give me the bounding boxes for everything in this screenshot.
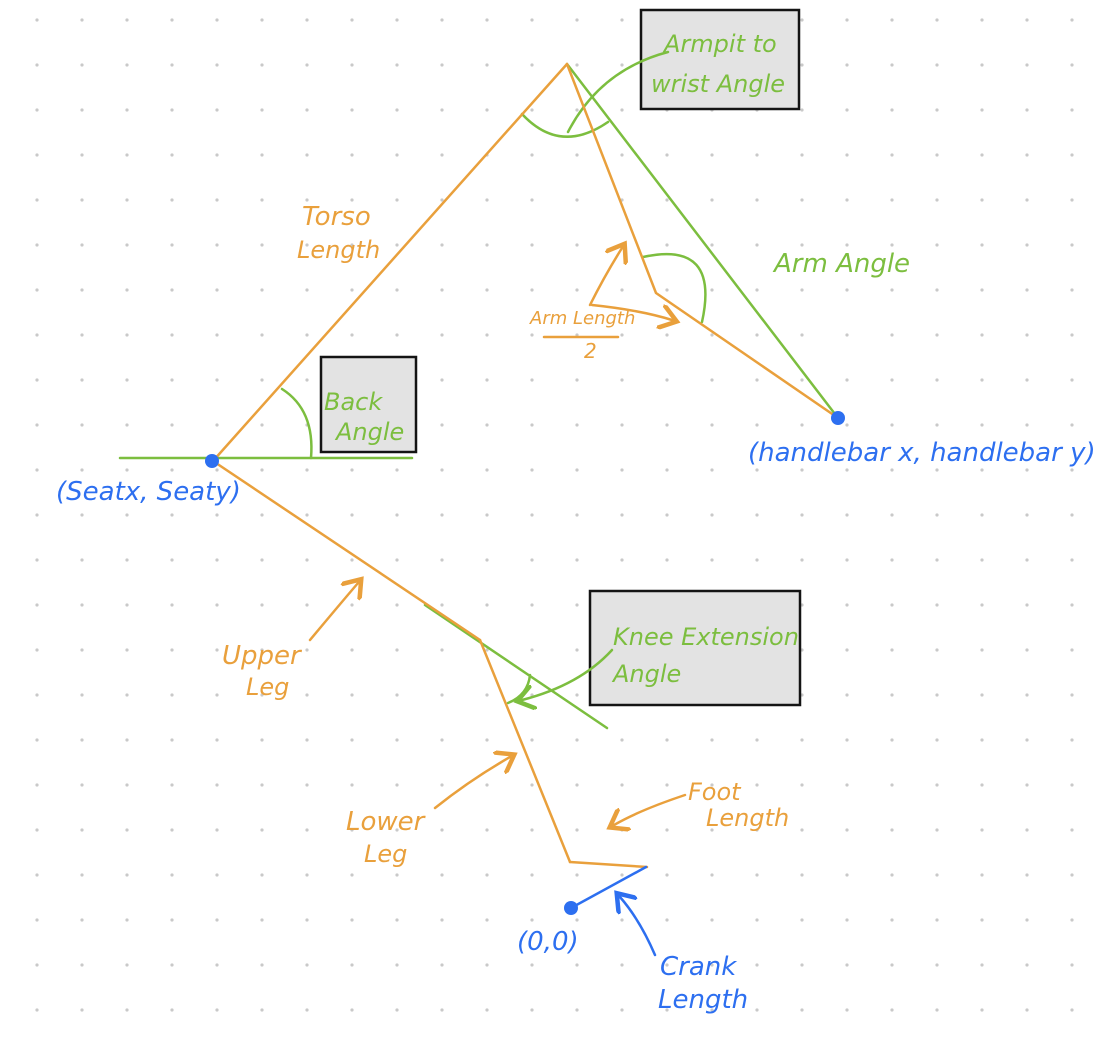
origin-point xyxy=(564,901,578,915)
back-angle-box xyxy=(319,355,418,454)
upper-leg-label-line1: Upper xyxy=(222,641,303,671)
arm-angle-arc xyxy=(641,252,707,324)
knee-extension-angle-box xyxy=(588,589,802,707)
torso-segment xyxy=(211,62,569,463)
dot-grid-background xyxy=(35,18,1074,1012)
armpit-leader-line xyxy=(566,50,670,134)
lower-leg-pointer-arrow xyxy=(433,757,510,810)
crank-length-label-line1: Crank xyxy=(660,952,737,982)
lower-leg-segment xyxy=(478,638,572,864)
knee-extension-angle-label-line2: Angle xyxy=(611,660,681,688)
torso-length-label-line2: Length xyxy=(297,236,380,264)
upper-leg-pointer-arrow xyxy=(308,583,358,642)
arm-length-indicator-arrow xyxy=(588,248,622,307)
back-angle-arc xyxy=(280,387,313,460)
crank-segment xyxy=(569,865,648,910)
upper-leg-segment xyxy=(211,459,482,642)
back-angle-label-line1: Back xyxy=(324,388,383,416)
arm-length-numerator: Arm Length xyxy=(529,308,635,329)
upper-leg-label-line2: Leg xyxy=(246,673,289,701)
arm-segment xyxy=(565,62,840,420)
seat-coordinates-label: (Seatx, Seaty) xyxy=(56,477,241,507)
knee-extension-angle-label-line1: Knee Extension xyxy=(613,623,799,651)
origin-coordinates-label: (0,0) xyxy=(517,927,579,957)
foot-length-label-line2: Length xyxy=(706,804,789,832)
handlebar-point xyxy=(831,411,845,425)
upper-leg-extension-line xyxy=(423,603,609,730)
foot-length-label-line1: Foot xyxy=(688,778,742,806)
knee-leader-arrow xyxy=(522,648,614,700)
seat-point xyxy=(205,454,219,468)
back-angle-label-line2: Angle xyxy=(334,418,404,446)
crank-length-pointer-arrow xyxy=(620,897,657,957)
arm-length-indicator-arrow-2 xyxy=(590,303,672,320)
armpit-to-wrist-angle-arc xyxy=(520,112,610,138)
foot-length-pointer-arrow xyxy=(614,793,687,825)
lower-leg-label-line2: Leg xyxy=(364,840,407,868)
foot-segment xyxy=(568,860,649,869)
arm-length-denominator: 2 xyxy=(584,339,597,363)
torso-length-label-line1: Torso xyxy=(302,202,371,232)
arm-angle-label: Arm Angle xyxy=(772,249,910,279)
lower-leg-label-line1: Lower xyxy=(346,807,427,837)
armpit-to-wrist-angle-label-line2: wrist Angle xyxy=(651,70,785,98)
crank-length-label-line2: Length xyxy=(658,985,748,1015)
armpit-to-wrist-angle-label-line1: Armpit to xyxy=(662,30,777,58)
shoulder-to-handlebar-line xyxy=(565,62,840,420)
handlebar-coordinates-label: (handlebar x, handlebar y) xyxy=(748,438,1096,468)
armpit-to-wrist-angle-box xyxy=(639,8,801,111)
